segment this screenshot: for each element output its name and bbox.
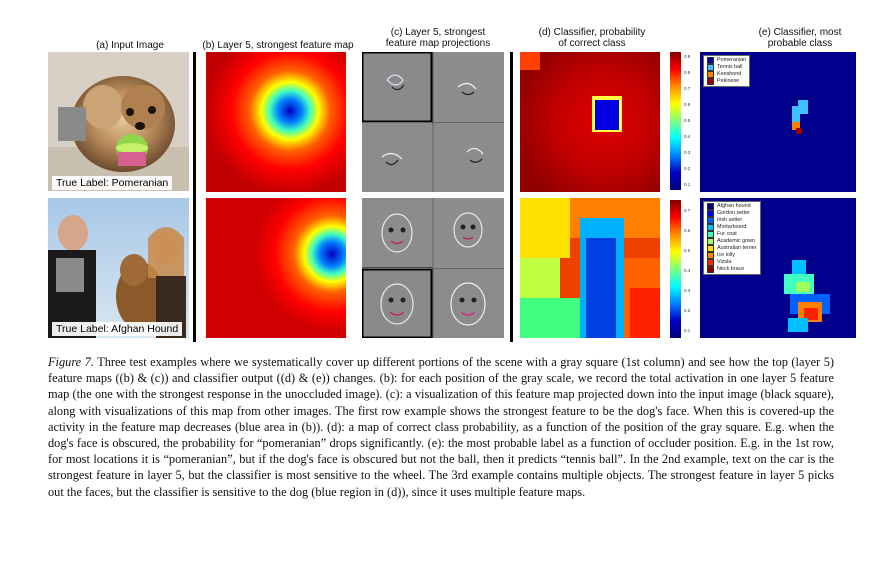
probability-map-row1 bbox=[520, 52, 660, 192]
legend-item: Australian terrier bbox=[707, 245, 757, 252]
legend-label: Academic gown bbox=[717, 238, 756, 245]
projections-row1 bbox=[362, 52, 504, 192]
caption-label: Figure 7. bbox=[48, 355, 94, 369]
most-probable-map-row1: Pomeranian Tennis ball Keeshond Pekinese bbox=[700, 52, 856, 192]
legend-label: Neck brace bbox=[717, 266, 745, 273]
legend-label: Irish setter bbox=[717, 217, 743, 224]
header-most-probable-line1: (e) Classifier, most bbox=[758, 27, 842, 38]
true-label-row1: True Label: Pomeranian bbox=[52, 176, 173, 190]
header-projections-line1: (c) Layer 5, strongest bbox=[390, 27, 486, 38]
cbar1-tick: 0.1 bbox=[684, 182, 691, 187]
cbar2-tick: 0.5 bbox=[684, 248, 691, 253]
legend-item: Fur coat bbox=[707, 231, 757, 238]
true-label-row2: True Label: Afghan Hound bbox=[52, 322, 183, 336]
legend-label: Tennis ball bbox=[717, 64, 743, 71]
colorbar-row2-ticks: 0.7 0.6 0.5 0.4 0.3 0.2 0.1 bbox=[684, 202, 696, 338]
legend-label: Afghan hound bbox=[717, 203, 751, 210]
cbar1-tick: 0.6 bbox=[684, 102, 691, 107]
header-most-probable: (e) Classifier, most probable class bbox=[730, 27, 870, 49]
legend-item: Academic gown bbox=[707, 238, 757, 245]
cbar1-tick: 0.9 bbox=[684, 54, 691, 59]
legend-item: Gordon setter bbox=[707, 210, 757, 217]
colorbar-row1-ticks: 0.9 0.8 0.7 0.6 0.5 0.4 0.3 0.2 0.1 bbox=[684, 54, 696, 190]
legend-item: Neck brace bbox=[707, 266, 757, 273]
legend-label: Keeshond bbox=[717, 71, 742, 78]
separator-2 bbox=[510, 52, 513, 342]
legend-label: Pomeranian bbox=[717, 57, 747, 64]
cbar2-tick: 0.6 bbox=[684, 228, 691, 233]
projections-row2 bbox=[362, 198, 504, 338]
legend-item: Vizsla bbox=[707, 259, 757, 266]
cbar1-tick: 0.7 bbox=[684, 86, 691, 91]
legend-label: Gordon setter bbox=[717, 210, 750, 217]
legend-item: Keeshond bbox=[707, 71, 746, 78]
colorbar-row2 bbox=[670, 200, 681, 338]
cbar2-tick: 0.7 bbox=[684, 208, 691, 213]
feature-map-row2 bbox=[206, 198, 346, 338]
legend-item: Tennis ball bbox=[707, 64, 746, 71]
header-input-image: (a) Input Image bbox=[96, 40, 164, 51]
header-probability: (d) Classifier, probability of correct c… bbox=[522, 27, 662, 49]
header-projections-line2: feature map projections bbox=[385, 38, 491, 49]
cbar1-tick: 0.8 bbox=[684, 70, 691, 75]
colorbar-row1 bbox=[670, 52, 681, 190]
legend-item: Pomeranian bbox=[707, 57, 746, 64]
cbar1-tick: 0.3 bbox=[684, 150, 691, 155]
header-feature-map: (b) Layer 5, strongest feature map bbox=[202, 40, 354, 51]
caption-text: Three test examples where we systematica… bbox=[48, 355, 834, 499]
cbar1-tick: 0.2 bbox=[684, 166, 691, 171]
legend-row1: Pomeranian Tennis ball Keeshond Pekinese bbox=[703, 55, 751, 87]
cbar1-tick: 0.5 bbox=[684, 118, 691, 123]
header-probability-line2: of correct class bbox=[558, 38, 626, 49]
separator-1 bbox=[193, 52, 196, 342]
legend-item: Mortarboard bbox=[707, 224, 757, 231]
most-probable-map-row2: Afghan hound Gordon setter Irish setter … bbox=[700, 198, 856, 338]
legend-item: Ice lolly bbox=[707, 252, 757, 259]
legend-item: Irish setter bbox=[707, 217, 757, 224]
cbar2-tick: 0.2 bbox=[684, 308, 691, 313]
header-most-probable-line2: probable class bbox=[767, 38, 833, 49]
legend-label: Mortarboard bbox=[717, 224, 747, 231]
legend-label: Ice lolly bbox=[717, 252, 735, 259]
legend-row2: Afghan hound Gordon setter Irish setter … bbox=[703, 201, 761, 275]
input-image-pomeranian: True Label: Pomeranian bbox=[48, 52, 189, 191]
cbar2-tick: 0.1 bbox=[684, 328, 691, 333]
cbar1-tick: 0.4 bbox=[684, 134, 691, 139]
feature-map-row1 bbox=[206, 52, 346, 192]
input-image-afghan-hound: True Label: Afghan Hound bbox=[48, 198, 189, 338]
legend-label: Australian terrier bbox=[717, 245, 757, 252]
cbar2-tick: 0.4 bbox=[684, 268, 691, 273]
legend-label: Pekinese bbox=[717, 78, 740, 85]
legend-label: Fur coat bbox=[717, 231, 737, 238]
header-projections: (c) Layer 5, strongest feature map proje… bbox=[368, 27, 508, 49]
legend-item: Pekinese bbox=[707, 78, 746, 85]
header-probability-line1: (d) Classifier, probability bbox=[538, 27, 646, 38]
cbar2-tick: 0.3 bbox=[684, 288, 691, 293]
figure-caption: Figure 7. Three test examples where we s… bbox=[48, 354, 834, 500]
legend-item: Afghan hound bbox=[707, 203, 757, 210]
probability-map-row2 bbox=[520, 198, 660, 338]
legend-label: Vizsla bbox=[717, 259, 732, 266]
